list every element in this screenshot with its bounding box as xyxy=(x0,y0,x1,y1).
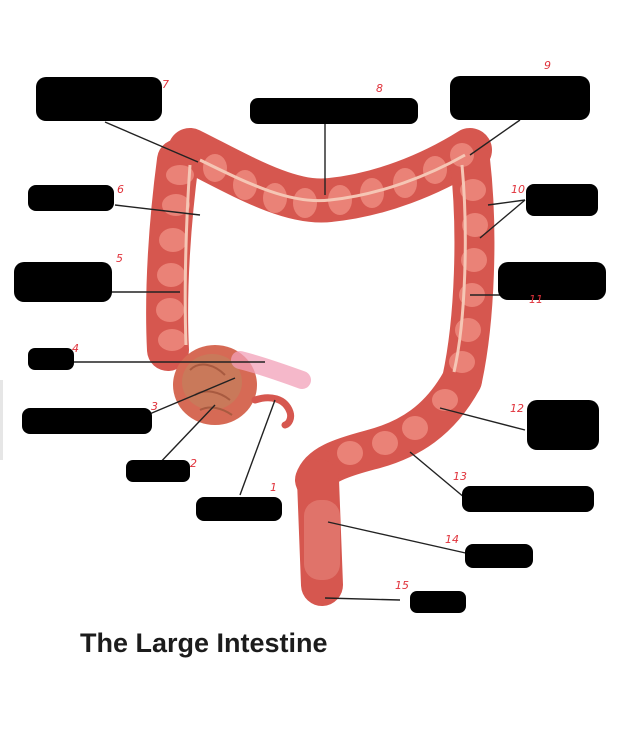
cecum-interior xyxy=(182,354,242,410)
label-numbers: 7 8 9 6 10 5 11 4 3 12 2 13 1 14 15 xyxy=(72,59,551,592)
redacted-label-12 xyxy=(527,400,599,450)
appendix xyxy=(251,394,295,429)
diagram-title: The Large Intestine xyxy=(80,628,328,658)
label-number-5: 5 xyxy=(116,252,123,265)
taenia-band-transverse xyxy=(199,153,466,203)
redacted-label-5 xyxy=(14,262,112,302)
taenia-band-descending xyxy=(452,164,467,373)
haustra-highlights xyxy=(156,143,488,465)
redacted-label-3 xyxy=(22,408,152,434)
redacted-label-14 xyxy=(465,544,533,568)
label-number-8: 8 xyxy=(376,82,383,95)
colon-illustration xyxy=(146,128,495,606)
redacted-label-15 xyxy=(410,591,466,613)
label-number-3: 3 xyxy=(151,400,158,413)
redacted-label-11 xyxy=(498,262,606,300)
label-number-12: 12 xyxy=(510,402,524,415)
redacted-label-13 xyxy=(462,486,594,512)
label-number-7: 7 xyxy=(162,78,169,91)
taenia-band-ascending xyxy=(183,164,192,346)
label-number-4: 4 xyxy=(72,342,79,355)
redacted-label-7 xyxy=(36,77,162,121)
edge-artifact xyxy=(0,380,3,460)
redacted-label-2 xyxy=(126,460,190,482)
redacted-label-8 xyxy=(250,98,418,124)
redacted-label-9 xyxy=(450,76,590,120)
label-number-11: 11 xyxy=(529,293,543,306)
label-number-15: 15 xyxy=(395,579,409,592)
label-number-6: 6 xyxy=(117,183,124,196)
label-number-14: 14 xyxy=(445,533,459,546)
redacted-label-4 xyxy=(28,348,74,370)
rectum-shade xyxy=(304,500,340,580)
label-number-1: 1 xyxy=(270,481,277,494)
redacted-label-10 xyxy=(526,184,598,216)
label-number-10: 10 xyxy=(511,183,525,196)
redacted-labels xyxy=(14,76,606,613)
redacted-label-6 xyxy=(28,185,114,211)
label-number-9: 9 xyxy=(544,59,551,72)
label-number-2: 2 xyxy=(190,457,197,470)
redacted-label-1 xyxy=(196,497,282,521)
label-number-13: 13 xyxy=(453,470,467,483)
